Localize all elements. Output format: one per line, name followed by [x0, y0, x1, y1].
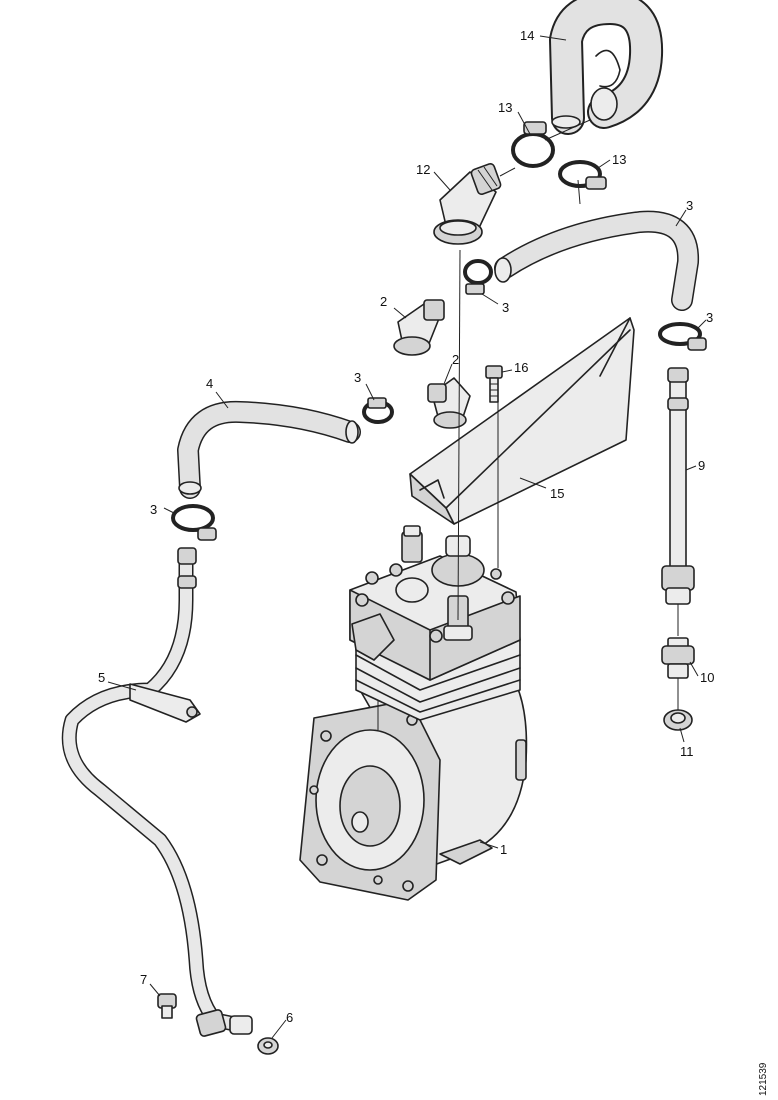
label-6: 6 [286, 1010, 293, 1025]
part-11-nut [663, 709, 693, 731]
part-2-elbow-upper [393, 299, 445, 356]
part-13-clamp-upper [511, 121, 555, 168]
label-10: 10 [700, 670, 714, 685]
part-5-long-pipe [61, 547, 253, 1037]
label-3-lower: 3 [150, 502, 157, 517]
label-14: 14 [520, 28, 534, 43]
part-3-clamp-a [463, 259, 493, 295]
label-9: 9 [698, 458, 705, 473]
label-1: 1 [500, 842, 507, 857]
part-3-hose-upper [494, 210, 700, 311]
label-13-upper: 13 [498, 100, 512, 115]
callout-leaders [107, 35, 707, 1039]
part-number-labels: 14 13 13 12 3 3 2 3 2 16 3 4 9 15 3 5 10… [98, 28, 714, 1025]
label-3-mid: 3 [502, 300, 509, 315]
label-2-lower: 2 [452, 352, 459, 367]
label-16: 16 [514, 360, 528, 375]
part-16-bolt [485, 365, 503, 403]
assembly-lines [377, 119, 679, 730]
part-1-compressor [299, 525, 528, 901]
label-3-top: 3 [686, 198, 693, 213]
part-3-clamp-d [171, 504, 217, 541]
part-4-hose [177, 400, 361, 499]
part-6-nut [257, 1037, 279, 1055]
part-3-clamp-c [362, 397, 394, 424]
part-2-elbow-lower [427, 377, 471, 429]
label-7: 7 [140, 972, 147, 987]
label-5: 5 [98, 670, 105, 685]
label-13-lower: 13 [612, 152, 626, 167]
label-3-left: 3 [354, 370, 361, 385]
reference-code: 121539 [758, 1062, 769, 1096]
label-11: 11 [680, 744, 694, 759]
part-12-elbow-fitting [433, 163, 502, 245]
part-14-u-hose [549, 0, 664, 135]
label-12: 12 [416, 162, 430, 177]
part-13-clamp-lower [558, 160, 607, 190]
label-15: 15 [550, 486, 564, 501]
part-7-bolt [157, 993, 177, 1019]
part-10-union [661, 637, 695, 679]
label-2-upper: 2 [380, 294, 387, 309]
part-15-heat-shield [409, 317, 635, 525]
part-9-rigid-pipe [661, 367, 695, 605]
part-3-clamp-b [658, 322, 707, 351]
label-3-right: 3 [706, 310, 713, 325]
label-4: 4 [206, 376, 213, 391]
